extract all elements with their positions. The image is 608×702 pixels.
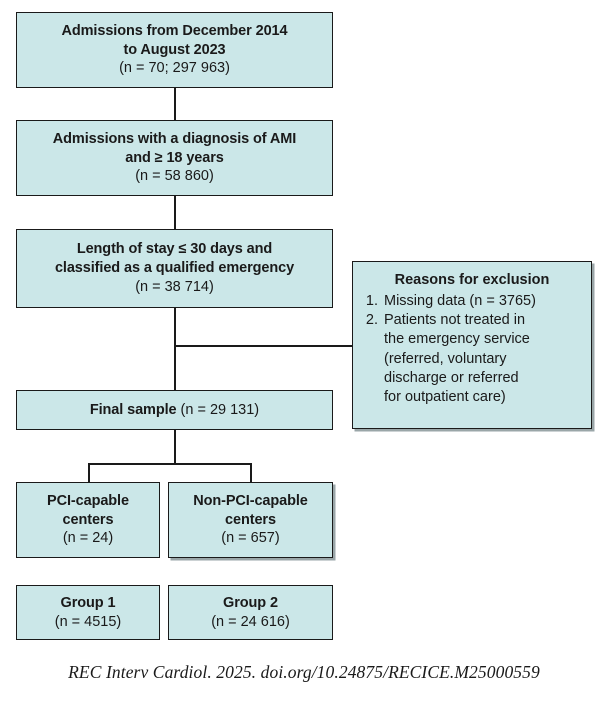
exclusion-list-item: 2. Patients not treated in the emergency… [363, 311, 581, 407]
exclusion-item-text-line: discharge or referred [384, 369, 519, 386]
citation-line: REC Interv Cardiol. 2025. doi.org/10.248… [68, 662, 540, 682]
connector-split-to-pci [88, 463, 90, 482]
box-group-2: Group 2 (n = 24 616) [168, 585, 333, 640]
box-non-pci-capable-centers: Non-PCI-capable centers (n = 657) [168, 482, 333, 558]
box-pci-capable-centers: PCI-capable centers (n = 24) [16, 482, 160, 558]
final-sample-label: Final sample [89, 401, 177, 418]
box-ami-line2: and ≥ 18 years [125, 149, 224, 166]
connector-split-to-non-pci [250, 463, 252, 482]
box-length-of-stay-line1: Length of stay ≤ 30 days and [76, 241, 273, 258]
box-final-sample: Final sample (n = 29 131) [16, 390, 333, 430]
box-length-of-stay-line2: classified as a qualified emergency [54, 260, 295, 277]
box-non-pci-count: (n = 657) [221, 530, 280, 547]
box-admissions: Admissions from December 2014 to August … [16, 12, 333, 88]
exclusion-item-number: 2. [365, 312, 378, 329]
connector-length-of-stay-to-final-sample [174, 308, 176, 390]
box-group-2-count: (n = 24 616) [211, 613, 290, 630]
box-group-1-label: Group 1 [60, 594, 116, 611]
box-admissions-count: (n = 70; 297 963) [119, 60, 230, 77]
box-ami-diagnosis: Admissions with a diagnosis of AMI and ≥… [16, 120, 333, 196]
exclusion-item-text: Missing data (n = 3765) [384, 292, 536, 309]
box-ami-count: (n = 58 860) [135, 168, 214, 185]
box-length-of-stay-count: (n = 38 714) [135, 278, 214, 295]
connector-ami-to-length-of-stay [174, 196, 176, 229]
exclusion-item-number: 1. [365, 292, 378, 309]
connector-admissions-to-ami [174, 88, 176, 120]
final-sample-count: (n = 29 131) [180, 401, 260, 418]
exclusion-title: Reasons for exclusion [394, 272, 550, 288]
box-admissions-line1: Admissions from December 2014 [61, 22, 288, 39]
box-pci-line1: PCI-capable [47, 492, 129, 509]
connector-split-horizontal [88, 463, 251, 465]
exclusion-item-text: Patients not treated in the emergency se… [384, 311, 581, 407]
box-ami-line1: Admissions with a diagnosis of AMI [52, 130, 297, 147]
box-group-1-count: (n = 4515) [54, 613, 122, 630]
box-reasons-for-exclusion: Reasons for exclusion 1. Missing data (n… [352, 261, 592, 429]
exclusion-item-text-line: (referred, voluntary [384, 350, 507, 367]
exclusion-list: 1. Missing data (n = 3765) 2. Patients n… [363, 292, 581, 408]
final-sample-line: Final sample (n = 29 131) [90, 401, 259, 420]
box-group-1: Group 1 (n = 4515) [16, 585, 160, 640]
box-admissions-line2: to August 2023 [123, 41, 226, 58]
exclusion-item-text-line: for outpatient care) [384, 389, 506, 406]
exclusion-item-text-line: the emergency service [384, 331, 530, 348]
connector-branch-to-exclusion [174, 345, 352, 347]
exclusion-list-item: 1. Missing data (n = 3765) [363, 292, 581, 311]
connector-final-sample-down [174, 430, 176, 464]
box-length-of-stay: Length of stay ≤ 30 days and classified … [16, 229, 333, 308]
box-pci-count: (n = 24) [62, 530, 114, 547]
box-non-pci-line1: Non-PCI-capable [193, 492, 308, 509]
exclusion-item-text-line: Patients not treated in [384, 312, 526, 329]
box-non-pci-line2: centers [225, 511, 276, 528]
box-pci-line2: centers [62, 511, 114, 528]
box-group-2-label: Group 2 [223, 594, 278, 611]
